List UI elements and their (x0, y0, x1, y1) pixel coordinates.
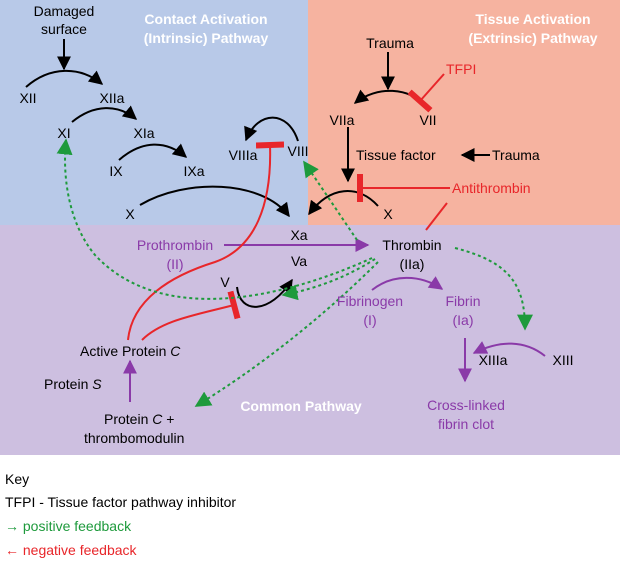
key-negative-feedback: ← negative feedback (5, 542, 138, 558)
label-prothrombin-ii: (II) (166, 256, 183, 272)
label-prothrombin: Prothrombin (137, 237, 213, 253)
label-xiia: XIIa (100, 90, 125, 106)
label-trauma-right: Trauma (492, 147, 540, 163)
label-viiia: VIIIa (229, 147, 258, 163)
feedback-thrombin-to-viii (303, 160, 358, 241)
inhibit-tfpi (407, 73, 445, 113)
arrow-xi-to-xia (71, 105, 138, 123)
inhibit-apc-viiia (127, 141, 285, 341)
label-vii: VII (419, 112, 436, 128)
inhibit-antithrombin-thrombin (425, 202, 448, 231)
arrow-x-to-xa-intrinsic (139, 185, 290, 218)
label-antithrombin: Antithrombin (452, 180, 531, 196)
label-fibrin-ia: (Ia) (453, 312, 474, 328)
intrinsic-title-line1: Contact Activation (144, 11, 267, 27)
label-xiiia: XIIIa (479, 352, 508, 368)
label-protein-c: Protein C + (104, 411, 174, 427)
extrinsic-title-line1: Tissue Activation (475, 11, 590, 27)
label-thrombin-iia: (IIa) (400, 256, 425, 272)
label-xii: XII (19, 90, 36, 106)
label-v: V (220, 274, 230, 290)
common-title: Common Pathway (240, 398, 362, 414)
arrow-x-to-xa-extrinsic (308, 190, 379, 216)
label-ixa: IXa (183, 163, 204, 179)
label-active-protein-c: Active Protein C (80, 343, 181, 359)
feedback-thrombin-to-xiii (454, 247, 533, 331)
label-tfpi: TFPI (446, 61, 476, 77)
label-xia: XIa (133, 125, 154, 141)
arrow-xii-to-xiia (25, 69, 104, 88)
arrow-xiii-to-xiiia (472, 341, 546, 357)
label-va: Va (291, 253, 307, 269)
label-tissue-factor: Tissue factor (356, 147, 436, 163)
label-fibrinogen: Fibrinogen (337, 293, 403, 309)
feedback-thrombin-to-proteinc (194, 261, 379, 407)
label-fibrin: Fibrin (445, 293, 480, 309)
common-region (0, 225, 620, 455)
key-tfpi-definition: TFPI - Tissue factor pathway inhibitor (5, 494, 236, 510)
intrinsic-region (0, 0, 308, 225)
inhibit-apc-v (141, 290, 241, 341)
label-damaged-line2: surface (41, 21, 87, 37)
label-ix: IX (109, 163, 123, 179)
arrow-ix-to-ixa (118, 143, 188, 161)
label-viii: VIII (287, 143, 308, 159)
label-damaged-line1: Damaged (34, 3, 95, 19)
label-viia: VIIa (330, 112, 355, 128)
arrow-fibrinogen-to-fibrin (371, 276, 444, 291)
label-x-intrinsic: X (125, 206, 135, 222)
intrinsic-title-line2: (Intrinsic) Pathway (144, 30, 269, 46)
label-x-extrinsic: X (383, 206, 393, 222)
label-thrombin: Thrombin (382, 237, 441, 253)
label-thrombomodulin: thrombomodulin (84, 430, 184, 446)
label-xi: XI (57, 125, 70, 141)
label-xa: Xa (290, 227, 307, 243)
label-crosslinked-line2: fibrin clot (438, 416, 494, 432)
label-crosslinked-line1: Cross-linked (427, 397, 505, 413)
label-xiii: XIII (552, 352, 573, 368)
label-fibrinogen-i: (I) (363, 312, 376, 328)
arrow-viii-to-viiia (244, 116, 299, 142)
key-positive-feedback: → positive feedback (5, 518, 132, 534)
label-protein-s: Protein S (44, 376, 102, 392)
key-title: Key (5, 471, 29, 487)
label-trauma-top: Trauma (366, 35, 414, 51)
extrinsic-title-line2: (Extrinsic) Pathway (468, 30, 597, 46)
